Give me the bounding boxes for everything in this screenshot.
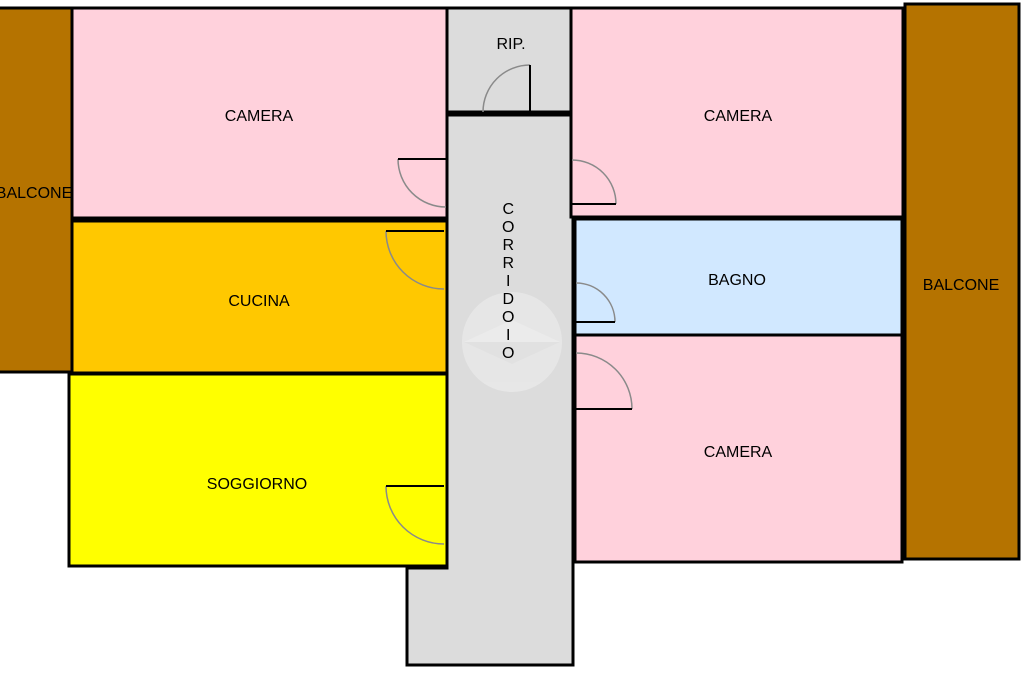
label-bagno: BAGNO (708, 272, 766, 289)
door-cucina (385, 230, 445, 290)
room-balcone-right (903, 2, 1021, 561)
label-camera-bottom-right: CAMERA (704, 444, 773, 461)
label-camera-top-left: CAMERA (225, 108, 294, 125)
room-soggiorno (67, 372, 449, 568)
room-camera-bottom-right (573, 333, 904, 564)
label-camera-top-right: CAMERA (704, 108, 773, 125)
room-camera-top-right (569, 6, 905, 219)
label-soggiorno: SOGGIORNO (207, 476, 307, 493)
room-corridoio-fill (448, 116, 572, 664)
label-balcone-left: BALCONE (0, 185, 72, 202)
room-bagno (573, 217, 904, 337)
door-soggiorno (385, 485, 445, 545)
door-camera-top-right (571, 159, 617, 205)
label-corridoio: CORRIDOIO (500, 201, 517, 363)
label-cucina: CUCINA (228, 293, 290, 310)
room-camera-top-left (70, 6, 449, 220)
label-ripostiglio: RIP. (496, 36, 525, 53)
door-camera-bottom-right (575, 352, 633, 410)
door-bagno (575, 282, 616, 323)
room-ripostiglio (445, 6, 573, 114)
door-ripostiglio (482, 64, 531, 113)
label-balcone-right: BALCONE (923, 277, 999, 294)
door-camera-top-left (397, 158, 447, 208)
compass-watermark-icon (462, 292, 562, 392)
